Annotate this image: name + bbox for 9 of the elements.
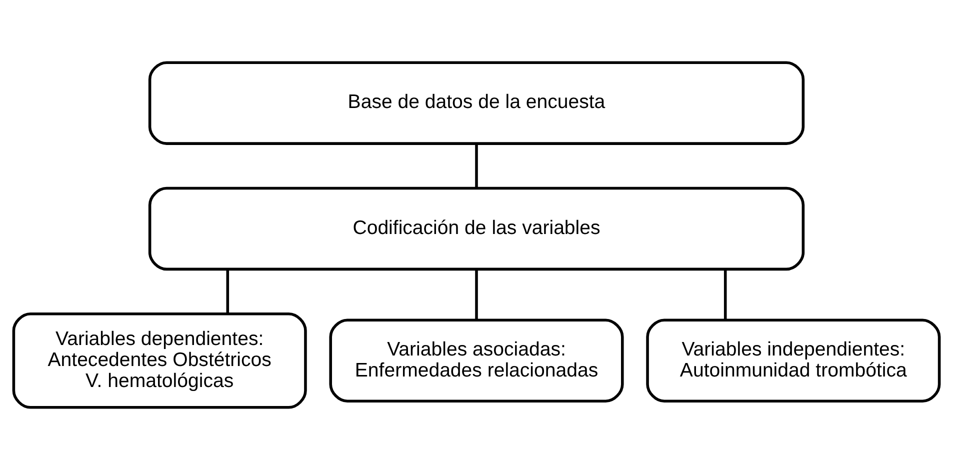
- connector: [226, 269, 230, 314]
- node-box: Codificación de las variables: [148, 186, 805, 271]
- node-box: Variables asociadas: Enfermedades relacionadas: [329, 318, 624, 403]
- connector: [724, 269, 727, 320]
- node-box: Variables dependientes: Antecedentes Obstétricos V. hematológicas: [12, 312, 307, 409]
- connector: [475, 269, 478, 320]
- node-box: Base de datos de la encuesta: [148, 61, 805, 145]
- connector: [475, 144, 478, 188]
- node-box: Variables independientes: Autoinmunidad trombótica: [646, 318, 941, 403]
